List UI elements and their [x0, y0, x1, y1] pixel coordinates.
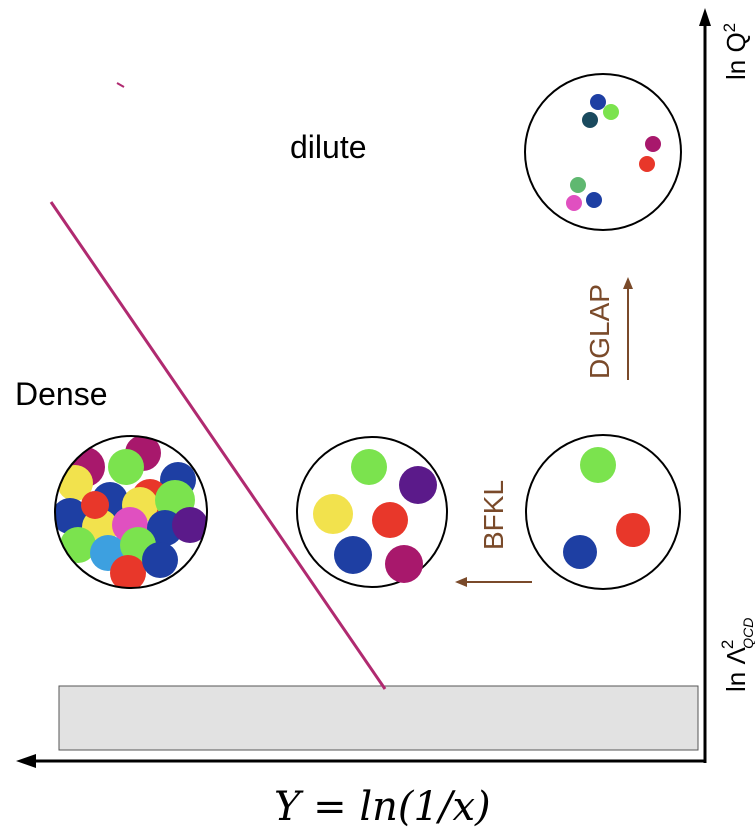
saturation-line — [49, 201, 387, 690]
parton — [385, 545, 423, 583]
parton — [351, 449, 387, 485]
parton — [563, 535, 597, 569]
x-axis-arrowhead-icon — [16, 754, 36, 768]
parton — [372, 502, 408, 538]
parton — [334, 536, 372, 574]
proton-medium — [296, 436, 448, 588]
y-axis-arrowhead-icon — [699, 8, 711, 26]
parton — [399, 466, 437, 504]
dglap-label: DGLAP — [584, 284, 615, 379]
proton-dense — [54, 435, 208, 589]
parton — [590, 94, 606, 110]
x-axis-label: Y = ln(1/x) — [274, 784, 491, 830]
parton — [603, 104, 619, 120]
y-axis-top-label-main: ln Q — [721, 32, 751, 80]
parton — [313, 494, 353, 534]
parton — [55, 498, 88, 534]
dglap-arrowhead-icon — [623, 277, 633, 289]
bfkl-arrowhead-icon — [455, 577, 467, 587]
parton — [81, 491, 109, 519]
saturation-line-fragment — [116, 82, 125, 88]
parton — [108, 449, 144, 485]
parton — [142, 542, 178, 578]
parton — [645, 136, 661, 152]
proton-outline — [54, 435, 208, 589]
y-axis-bottom-label-sub: QCD — [740, 618, 755, 649]
dilute-label: dilute — [290, 129, 367, 165]
parton — [566, 195, 582, 211]
nonperturbative-region — [58, 685, 699, 751]
bfkl-label: BFKL — [478, 480, 509, 550]
parton — [580, 447, 616, 483]
dense-label: Dense — [15, 376, 108, 412]
parton — [616, 513, 650, 547]
y-axis-top-label-sup: 2 — [720, 23, 739, 32]
parton — [110, 555, 146, 588]
parton — [586, 192, 602, 208]
y-axis-bottom-label-sup: 2 — [718, 640, 737, 649]
proton-outline — [524, 73, 682, 231]
y-axis-bottom-label-main: ln Λ — [721, 647, 751, 692]
proton-high-q2 — [524, 73, 682, 231]
y-axis-top-label: ln Q2 — [720, 23, 751, 80]
parton — [582, 112, 598, 128]
parton — [570, 177, 586, 193]
parton — [639, 156, 655, 172]
proton-sparse — [525, 434, 681, 590]
parton — [172, 507, 207, 543]
parton — [60, 527, 96, 563]
